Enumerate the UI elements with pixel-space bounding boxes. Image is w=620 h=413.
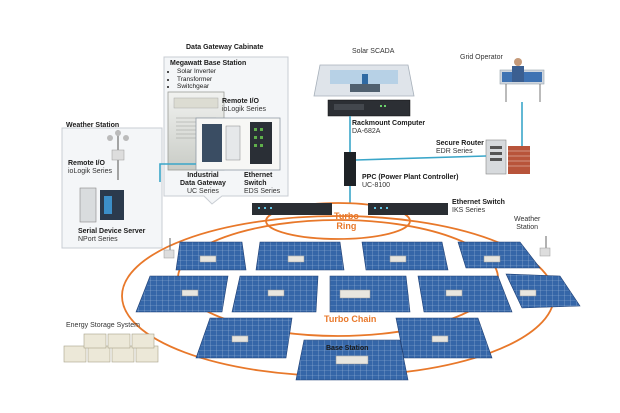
network-links [159,102,523,203]
iks-switch-illustration [368,203,448,215]
energy-storage-label: Energy Storage System [66,322,140,329]
megawatt-item: Solar Inverter [177,68,246,76]
weather-station-right-label: Weather Station [514,216,541,231]
base-station-label: Base Station [326,345,369,352]
data-gateway-cabinet-label: Data Gateway Cabinate [186,44,264,51]
megawatt-item: Transformer [177,76,246,84]
ppc-illustration [344,152,356,186]
energy-storage-units [63,333,159,363]
secure-router-label: Secure Router EDR Series [436,140,484,155]
rackmount-computer-label: Rackmount Computer DA-682A [352,120,426,135]
scada-room-illustration [313,64,415,97]
weather-station-illustration [79,130,129,223]
serial-device-server-label: Serial Device Server NPort Series [78,228,146,243]
grid-operator-label: Grid Operator [460,54,503,61]
megawatt-items-list: Solar Inverter Transformer Switchgear [170,68,246,91]
turbo-ring-label: Turbo Ring [334,211,359,231]
eds-switch-illustration [252,203,332,215]
rackmount-computer-illustration [327,99,411,117]
remote-io-left-label: Remote I/O ioLogik Series [68,160,112,175]
turbo-chain-label: Turbo Chain [324,314,377,324]
grid-operator-illustration [499,58,545,102]
secure-router-illustration [485,139,530,175]
weather-station-left-label: Weather Station [66,122,120,129]
ppc-label: PPC (Power Plant Controller) UC-8100 [362,174,459,189]
remote-io-top-label: Remote I/O ioLogik Series [222,98,266,113]
solar-arrays [135,241,581,381]
megawatt-base-station-label: Megawatt Base Station Solar Inverter Tra… [170,60,246,91]
cabinet-illustration [167,91,281,171]
industrial-gateway-label: Industrial Data Gateway UC Series [180,172,226,195]
megawatt-item: Switchgear [177,83,246,91]
ethernet-switch-iks-label: Ethernet Switch IKS Series [452,199,505,214]
ethernet-switch-eds-label: Ethernet Switch EDS Series [244,172,281,195]
solar-scada-label: Solar SCADA [352,48,395,55]
